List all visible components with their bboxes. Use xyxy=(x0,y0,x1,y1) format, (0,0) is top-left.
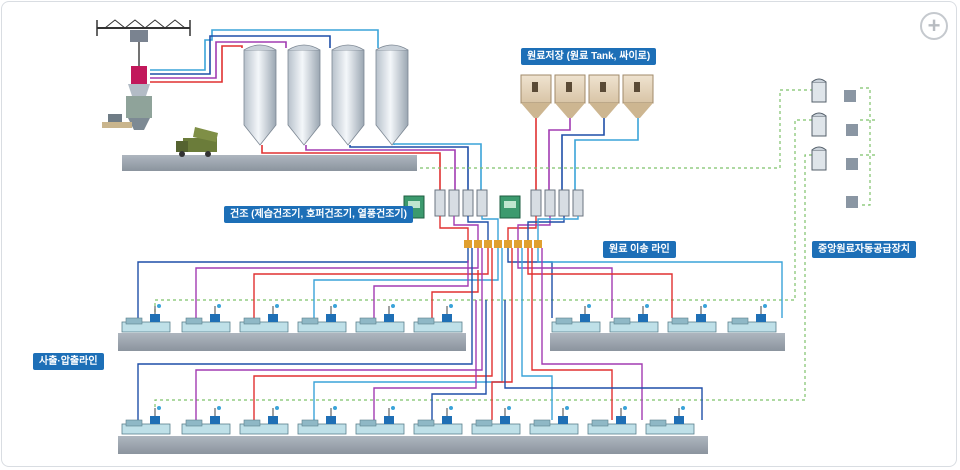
dryer-icon xyxy=(448,189,460,217)
truck-icon xyxy=(176,127,218,157)
silo-icon xyxy=(331,44,365,146)
injection-machine-icon xyxy=(121,304,171,333)
dryer-station-right xyxy=(499,189,584,219)
control-lines xyxy=(154,87,875,410)
injection-machine-icon xyxy=(609,304,659,333)
distribution-manifold xyxy=(464,240,542,248)
injection-machine-icon xyxy=(181,304,231,333)
zoom-plus-icon[interactable]: + xyxy=(920,12,948,40)
transfer-pipes-upper xyxy=(137,248,783,318)
injection-machine-icon xyxy=(471,406,521,435)
dryer-icon xyxy=(462,189,474,217)
injection-machine-icon xyxy=(727,304,777,333)
central-supply-label: 중앙원료자동공급장치 xyxy=(812,241,916,258)
injection-machine-icon xyxy=(297,304,347,333)
central-hopper-icon xyxy=(811,112,858,137)
central-hopper-icon xyxy=(811,78,856,103)
injection-machine-icon xyxy=(413,406,463,435)
silo-icon xyxy=(375,44,409,146)
injection-machine-icon xyxy=(587,406,637,435)
transfer-pipes-lower xyxy=(137,248,703,420)
central-hopper-icon xyxy=(811,146,858,171)
injection-machine-icon xyxy=(121,406,171,435)
transfer-line-label: 원료 이송 라인 xyxy=(603,241,676,258)
silo-group xyxy=(243,44,409,146)
dryer-icon xyxy=(530,189,542,217)
dryer-icon xyxy=(544,189,556,217)
dryer-outlets xyxy=(439,216,579,240)
storage-label: 원료저장 (원료 Tank, 싸이로) xyxy=(521,48,657,65)
tank-icon xyxy=(588,74,620,118)
injection-machine-icon xyxy=(551,304,601,333)
line-platform-lower xyxy=(118,436,708,454)
tank-icon xyxy=(520,74,552,118)
crane-icon xyxy=(96,19,191,130)
injection-machine-icon xyxy=(355,406,405,435)
injection-machine-icon xyxy=(645,406,695,435)
line-platform-upper-left xyxy=(118,333,466,351)
silo-icon xyxy=(243,44,277,146)
central-supply-unit xyxy=(811,78,858,208)
injection-machine-icon xyxy=(529,406,579,435)
injection-machine-icon xyxy=(239,406,289,435)
injection-line-label: 사출·압출라인 xyxy=(33,353,104,370)
silo-platform xyxy=(122,155,417,171)
injection-machine-group xyxy=(121,304,777,435)
tank-group xyxy=(520,74,654,118)
dryer-icon xyxy=(434,189,446,217)
injection-machine-icon xyxy=(181,406,231,435)
line-platform-upper-right xyxy=(550,333,785,351)
dryer-icon xyxy=(572,189,584,217)
injection-machine-icon xyxy=(667,304,717,333)
dryer-station-left xyxy=(403,189,488,219)
injection-machine-icon xyxy=(297,406,347,435)
silo-icon xyxy=(287,44,321,146)
injection-machine-icon xyxy=(239,304,289,333)
tank-icon xyxy=(622,74,654,118)
injection-machine-icon xyxy=(355,304,405,333)
drying-label: 건조 (제습건조기, 호퍼건조기, 열풍건조기) xyxy=(224,206,413,223)
dryer-icon xyxy=(476,189,488,217)
tank-icon xyxy=(554,74,586,118)
injection-machine-icon xyxy=(413,304,463,333)
dryer-icon xyxy=(558,189,570,217)
